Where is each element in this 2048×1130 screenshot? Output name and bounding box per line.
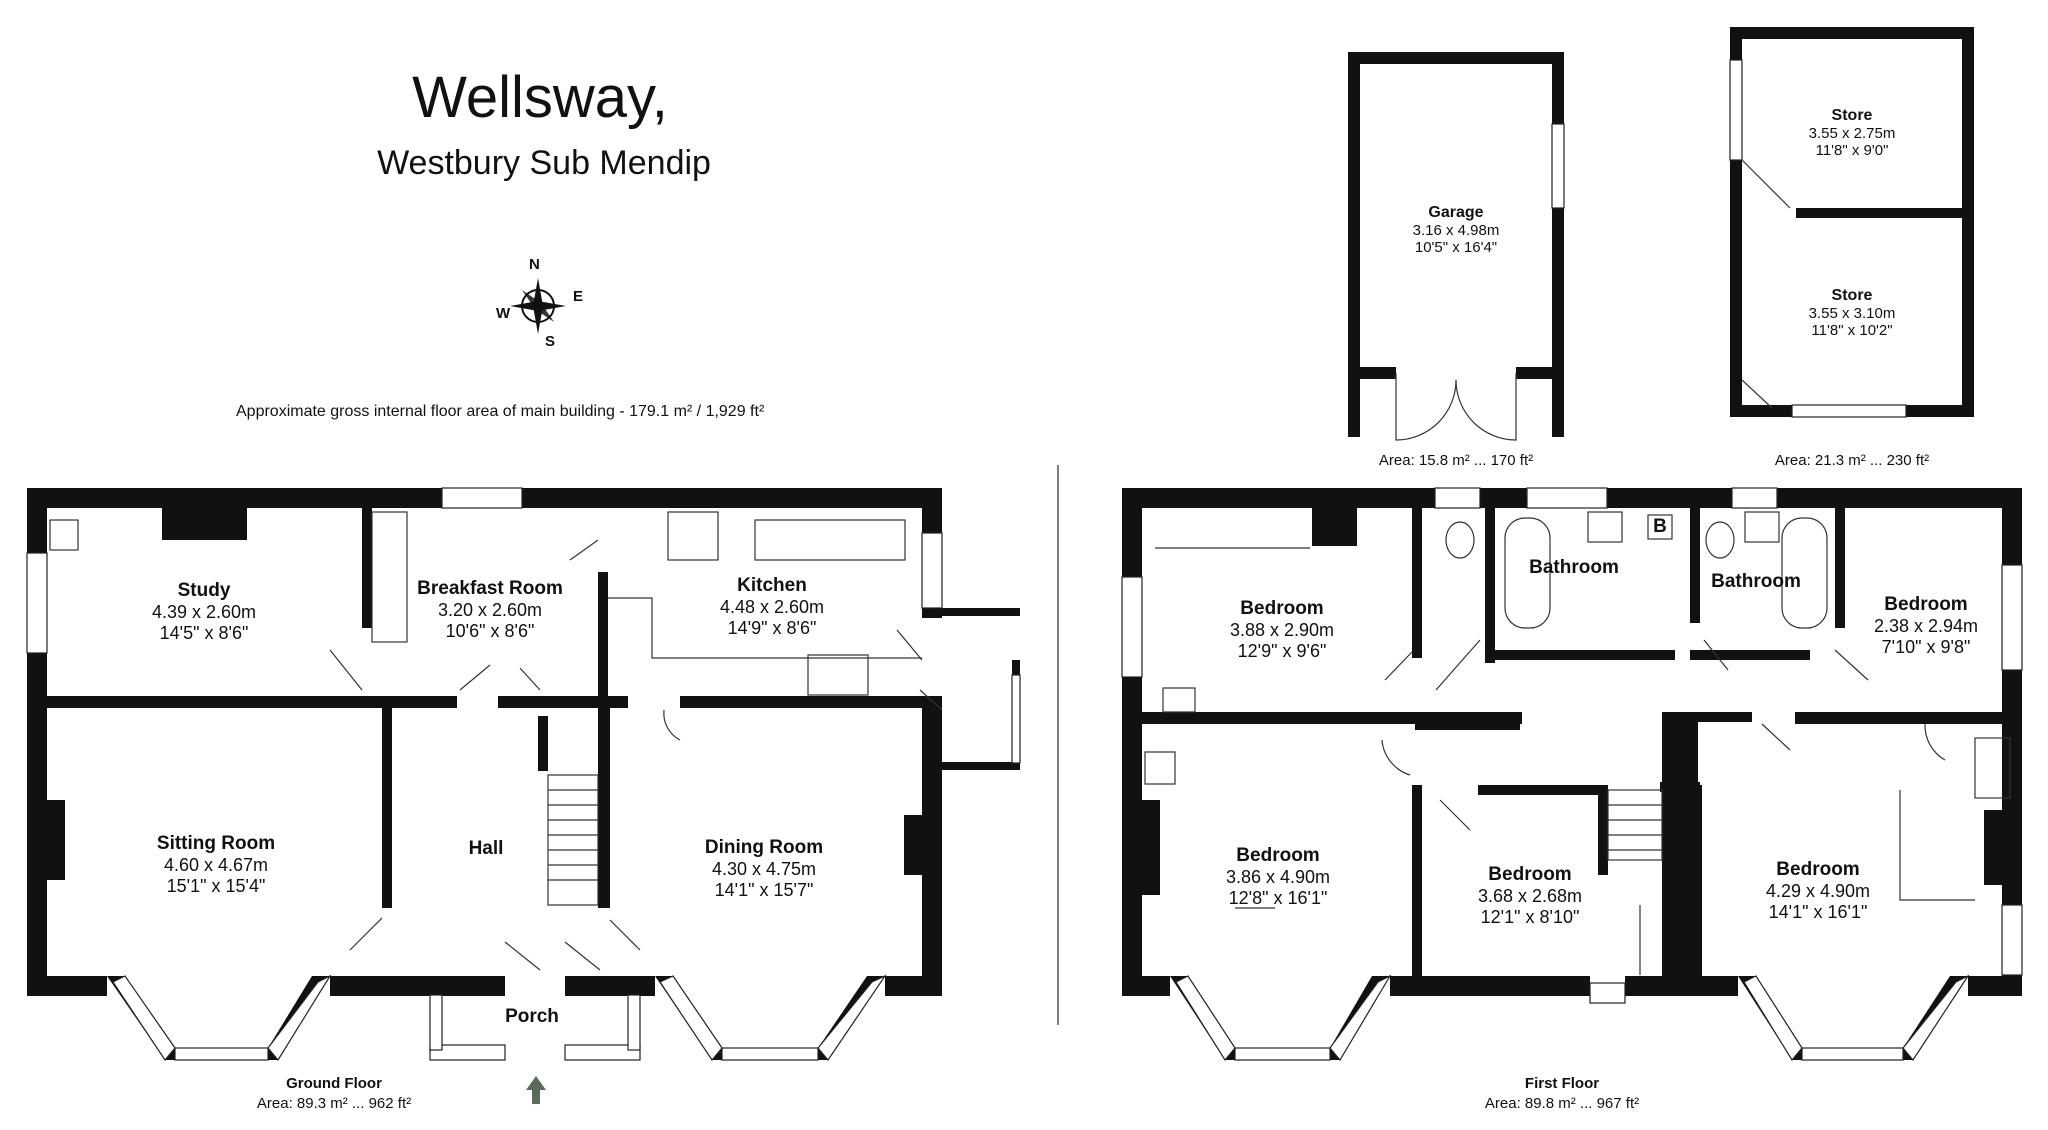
room-bedroom-top-left: Bedroom 3.88 x 2.90m 12'9" x 9'6" (1230, 598, 1334, 662)
entrance-arrow (526, 1076, 546, 1104)
room-name: Store (1831, 107, 1873, 124)
room-name: Porch (505, 1006, 559, 1027)
room-imperial: 14'9" x 8'6" (727, 618, 817, 638)
room-imperial: 14'5" x 8'6" (159, 623, 249, 643)
room-metric: 3.88 x 2.90m (1229, 620, 1335, 640)
page-title: Wellsway, (412, 65, 668, 130)
room-imperial: 10'5" x 16'4" (1414, 239, 1498, 256)
room-metric: 4.39 x 2.60m (151, 602, 257, 622)
compass-west-label: W (496, 305, 511, 322)
room-metric: 3.68 x 2.68m (1477, 886, 1583, 906)
room-dining: Dining Room 4.30 x 4.75m 14'1" x 15'7" (705, 837, 823, 901)
room-imperial: 7'10" x 9'8" (1881, 637, 1971, 657)
room-imperial: 12'8" x 16'1" (1228, 888, 1328, 908)
room-name: B (1653, 516, 1667, 537)
room-name: Sitting Room (156, 833, 276, 854)
room-name: Store (1831, 287, 1873, 304)
ground-floor-walls (27, 488, 1020, 1060)
room-metric: 4.30 x 4.75m (711, 859, 817, 879)
garage-area: Area: 15.8 m² ... 170 ft² (1378, 452, 1534, 469)
compass-north-label: N (529, 256, 540, 273)
room-name: Garage (1428, 204, 1484, 221)
room-name: Dining Room (704, 837, 824, 858)
room-bathroom-1: Bathroom (1529, 557, 1619, 579)
room-name: Bedroom (1776, 859, 1860, 880)
room-name: Bedroom (1240, 598, 1324, 619)
room-name: Bedroom (1884, 594, 1968, 615)
room-breakfast: Breakfast Room 3.20 x 2.60m 10'6" x 8'6" (417, 578, 563, 642)
first-floor-label: First Floor (1524, 1075, 1600, 1092)
room-imperial: 15'1" x 15'4" (166, 876, 266, 896)
room-boiler-cupboard: B (1653, 516, 1667, 538)
room-imperial: 11'8" x 10'2" (1811, 322, 1893, 339)
room-porch: Porch (505, 1006, 559, 1028)
room-store-top: Store 3.55 x 2.75m 11'8" x 9'0" (1809, 107, 1896, 159)
room-imperial: 10'6" x 8'6" (445, 621, 535, 641)
first-floor-area: Area: 89.8 m² ... 967 ft² (1484, 1095, 1640, 1112)
room-bedroom-bottom-right: Bedroom 4.29 x 4.90m 14'1" x 16'1" (1766, 859, 1870, 923)
room-bedroom-top-right: Bedroom 2.38 x 2.94m 7'10" x 9'8" (1874, 594, 1978, 658)
room-name: Bedroom (1488, 864, 1572, 885)
room-metric: 4.48 x 2.60m (719, 597, 825, 617)
room-bathroom-2: Bathroom (1711, 571, 1801, 593)
room-imperial: 12'9" x 9'6" (1237, 641, 1327, 661)
ground-floor-area: Area: 89.3 m² ... 962 ft² (256, 1095, 412, 1112)
room-name: Bathroom (1529, 557, 1619, 578)
room-name: Study (177, 580, 231, 601)
room-imperial: 11'8" x 9'0" (1815, 142, 1889, 159)
room-imperial: 12'1" x 8'10" (1480, 907, 1580, 927)
room-bedroom-bottom-left: Bedroom 3.86 x 4.90m 12'8" x 16'1" (1226, 845, 1330, 909)
room-name: Breakfast Room (417, 578, 563, 599)
room-garage: Garage 3.16 x 4.98m 10'5" x 16'4" (1413, 204, 1500, 256)
room-name: Bedroom (1236, 845, 1320, 866)
room-store-bottom: Store 3.55 x 3.10m 11'8" x 10'2" (1809, 287, 1896, 339)
room-name: Bathroom (1711, 571, 1801, 592)
compass-east-label: E (573, 288, 584, 305)
room-metric: 3.55 x 3.10m (1808, 305, 1896, 322)
room-imperial: 14'1" x 16'1" (1768, 902, 1868, 922)
stores-area: Area: 21.3 m² ... 230 ft² (1774, 452, 1930, 469)
room-name: Hall (468, 838, 504, 859)
room-metric: 3.86 x 4.90m (1225, 867, 1331, 887)
stores-walls (1730, 27, 1974, 417)
room-bedroom-bottom-middle: Bedroom 3.68 x 2.68m 12'1" x 8'10" (1478, 864, 1582, 928)
ground-floor-label: Ground Floor (286, 1075, 382, 1092)
compass-south-label: S (545, 333, 556, 350)
room-study: Study 4.39 x 2.60m 14'5" x 8'6" (152, 580, 256, 644)
room-metric: 3.55 x 2.75m (1808, 125, 1896, 142)
room-metric: 3.16 x 4.98m (1412, 222, 1500, 239)
room-metric: 2.38 x 2.94m (1873, 616, 1979, 636)
room-metric: 3.20 x 2.60m (437, 600, 543, 620)
room-kitchen: Kitchen 4.48 x 2.60m 14'9" x 8'6" (720, 575, 824, 639)
gross-floor-area: Approximate gross internal floor area of… (236, 403, 765, 420)
room-imperial: 14'1" x 15'7" (714, 880, 814, 900)
room-hall: Hall (469, 838, 504, 860)
compass-rose-graphic (510, 278, 566, 334)
room-name: Kitchen (737, 575, 807, 596)
room-sitting: Sitting Room 4.60 x 4.67m 15'1" x 15'4" (157, 833, 275, 897)
room-metric: 4.29 x 4.90m (1765, 881, 1871, 901)
page-subtitle: Westbury Sub Mendip (377, 144, 711, 182)
room-metric: 4.60 x 4.67m (163, 855, 269, 875)
